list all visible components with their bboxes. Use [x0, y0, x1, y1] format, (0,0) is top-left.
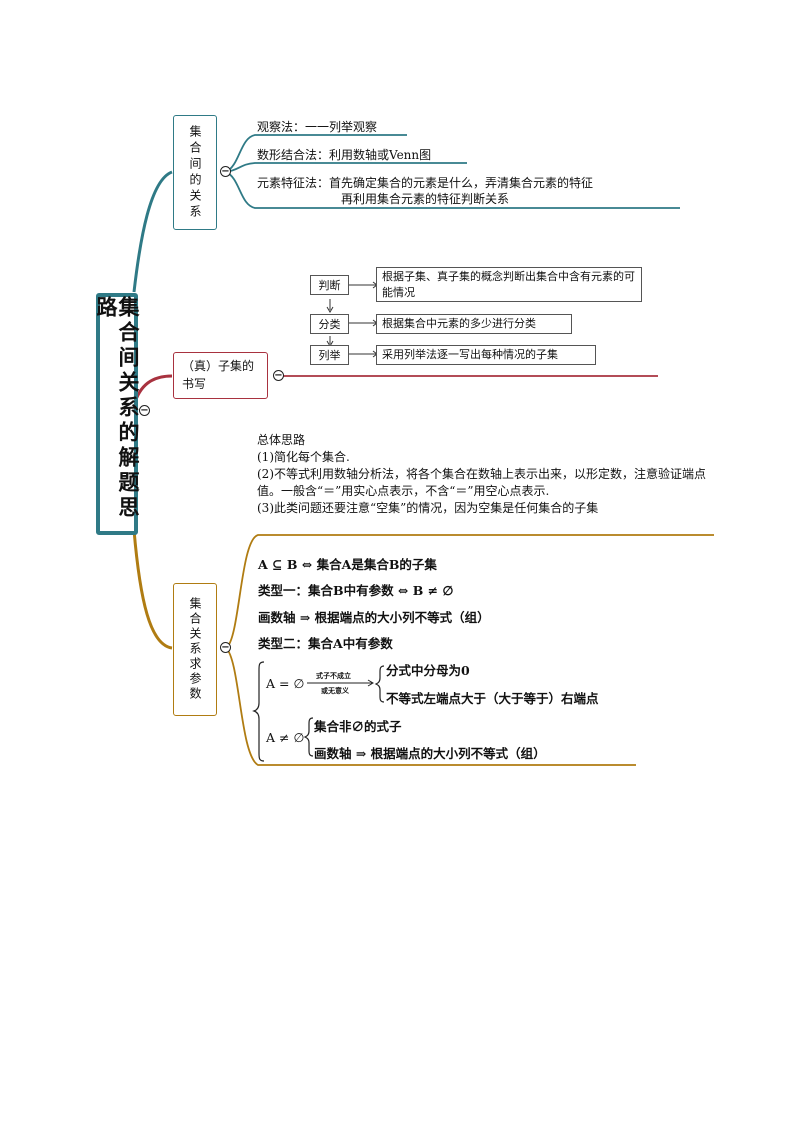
step-classify-desc: 根据集合中元素的多少进行分类: [376, 314, 572, 334]
case-empty-option-2: 不等式左端点大于（大于等于）右端点: [386, 691, 599, 706]
branch1-item-numberline: 数形结合法：利用数轴或Venn图: [257, 148, 432, 162]
type-one: 类型一：集合B中有参数 ⇔ B ≠ ∅: [258, 583, 454, 598]
branch1-item-observe: 观察法：一一列举观察: [257, 120, 378, 134]
case-nonempty-option-1: 集合非∅的式子: [314, 719, 402, 734]
case-nonempty-label: A ≠ ∅: [266, 730, 305, 745]
overall-title: 总体思路: [257, 433, 306, 447]
overall-line-1: (1)简化每个集合.: [257, 450, 350, 464]
overall-approach: 总体思路 (1)简化每个集合. (2)不等式利用数轴分析法，将各个集合在数轴上表…: [257, 432, 707, 517]
type-two: 类型二：集合A中有参数: [258, 636, 393, 651]
root-title: 集合间关系的解题思路: [94, 296, 140, 521]
step-judge-desc: 根据子集、真子集的概念判断出集合中含有元素的可能情况: [376, 267, 642, 302]
case-nonempty-option-2: 画数轴 ⇒ 根据端点的大小列不等式（组）: [314, 746, 546, 761]
branch3-collapse-icon[interactable]: −: [220, 641, 231, 653]
branch1-collapse-icon[interactable]: −: [220, 165, 231, 177]
case-empty-label: A = ∅: [266, 676, 305, 691]
branch1-item-feature: 元素特征法：首先确定集合的元素是什么，弄清集合元素的特征: [257, 176, 594, 190]
step-classify-box: 分类: [310, 314, 349, 334]
branch2-collapse-icon[interactable]: −: [273, 369, 284, 381]
branch1-item-feature-cont: 再利用集合元素的特征判断关系: [341, 192, 510, 206]
subset-definition: A ⊆ B ⇔ 集合A是集合B的子集: [258, 557, 437, 572]
branch3-title: 集合关系求参数: [188, 597, 202, 702]
case-empty-option-1: 分式中分母为0: [386, 663, 470, 678]
arrow-condition-top: 式子不成立: [316, 671, 351, 680]
overall-line-2: (2)不等式利用数轴分析法，将各个集合在数轴上表示出来，以形定数，注意验证端点值…: [257, 467, 707, 498]
step-judge-box: 判断: [310, 275, 349, 295]
root-collapse-icon[interactable]: −: [139, 404, 150, 416]
branch2-title: （真）子集的书写: [182, 359, 255, 391]
branch1-title: 集合间的关系: [188, 124, 202, 221]
root-node[interactable]: 集合间关系的解题思路: [94, 293, 140, 535]
overall-line-3: (3)此类问题还要注意“空集”的情况，因为空集是任何集合的子集: [257, 501, 599, 515]
branch1-node[interactable]: 集合间的关系: [173, 115, 217, 230]
step-list-box: 列举: [310, 345, 349, 365]
branch3-node[interactable]: 集合关系求参数: [173, 583, 217, 716]
step-list-desc: 采用列举法逐一写出每种情况的子集: [376, 345, 596, 365]
branch2-node[interactable]: （真）子集的书写: [173, 352, 268, 399]
type-one-method: 画数轴 ⇒ 根据端点的大小列不等式（组）: [258, 610, 490, 625]
arrow-condition-bottom: 或无意义: [321, 686, 349, 695]
